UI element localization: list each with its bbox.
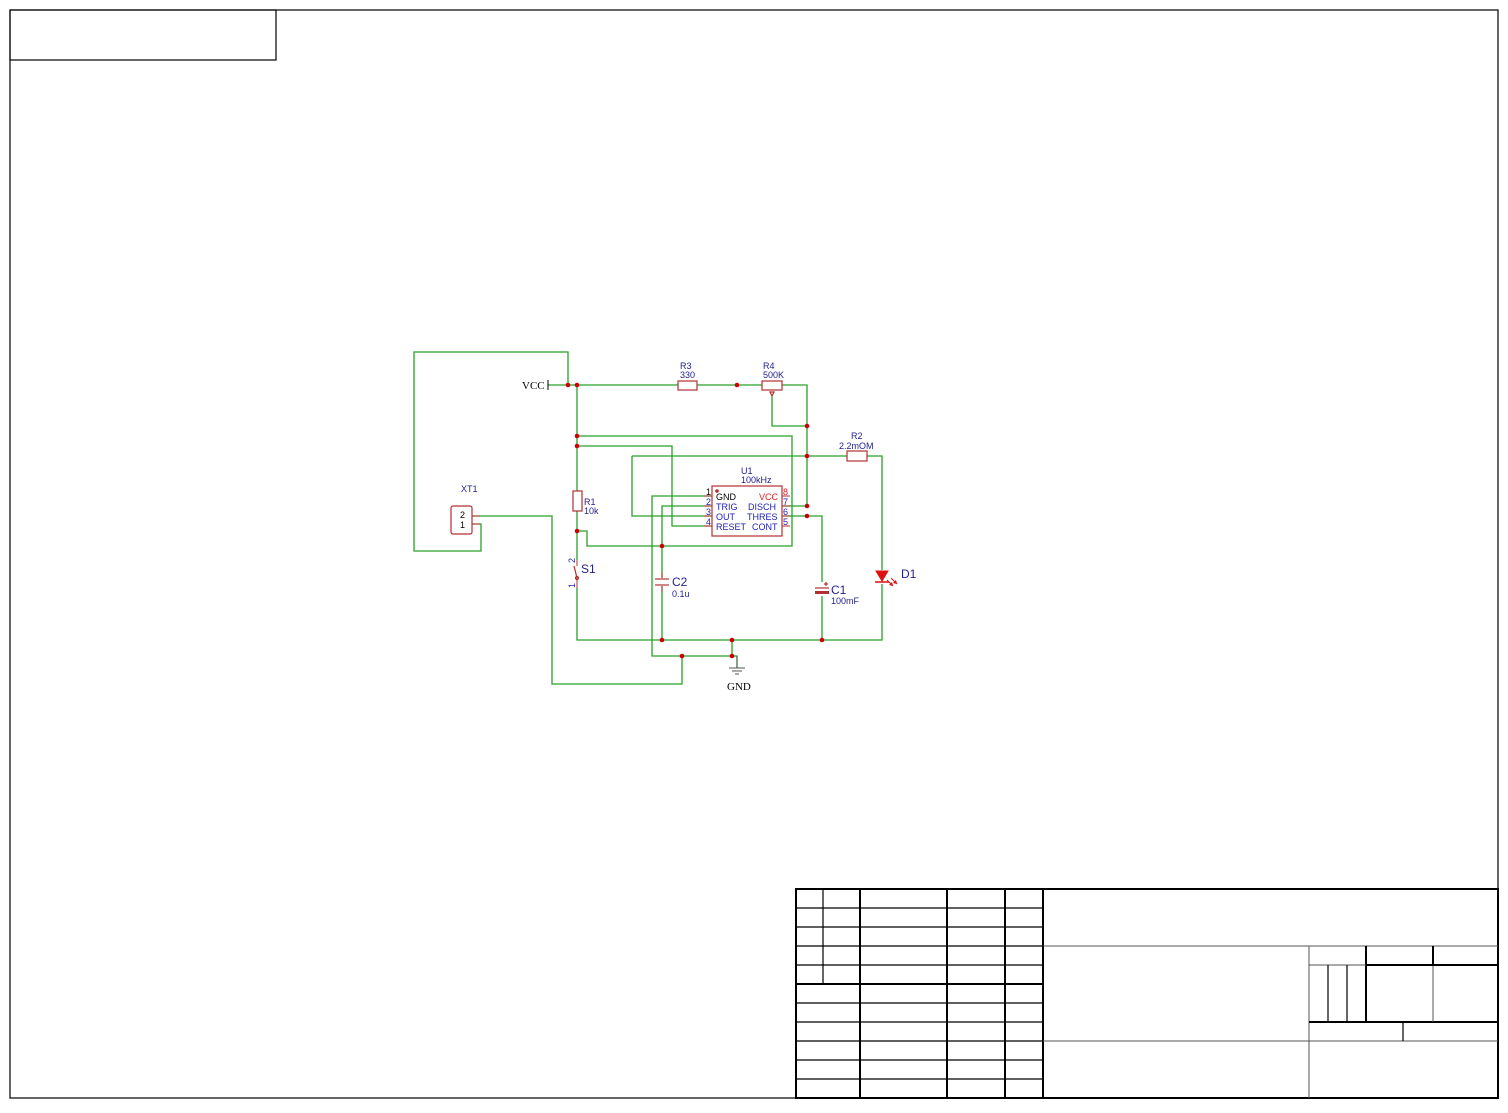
u1-ref: U1 xyxy=(741,466,753,476)
r1-ref: R1 xyxy=(584,497,596,507)
r3-ref: R3 xyxy=(680,361,692,371)
u1-pin7-name: DISCH xyxy=(748,502,776,512)
u1-pin4-num: 4 xyxy=(706,517,711,527)
r3-value: 330 xyxy=(680,370,695,380)
u1-pin8-num: 8 xyxy=(783,487,788,497)
r4-value: 500K xyxy=(763,370,784,380)
u1-pin5-name: CONT xyxy=(752,522,778,532)
sheet-border xyxy=(9,9,1499,1099)
r2-ref: R2 xyxy=(851,431,863,441)
top-left-label-box xyxy=(9,9,277,61)
junctions xyxy=(565,382,825,659)
u1-pin8-name: VCC xyxy=(759,492,779,502)
u1-pin4-name: RESET xyxy=(716,522,747,532)
u1-pin2-name: TRIG xyxy=(716,502,738,512)
gnd-label: GND xyxy=(727,681,751,693)
u1-value: 100kHz xyxy=(741,475,772,485)
ic-u1[interactable]: U1 100kHz 1 GND 2 TRIG 3 OUT 4 RESET 8 V… xyxy=(704,466,790,537)
xt1-pin2: 2 xyxy=(460,510,465,520)
connector-xt1[interactable]: XT1 2 1 xyxy=(450,484,480,535)
s1-pin1: 1 xyxy=(567,583,577,588)
u1-pin6-num: 6 xyxy=(783,507,788,517)
d1-ref: D1 xyxy=(901,567,917,581)
s1-ref: S1 xyxy=(581,562,596,576)
potentiometer-r4[interactable]: R4 500K xyxy=(761,361,784,397)
u1-pin5-num: 5 xyxy=(783,517,788,527)
gnd-power-port[interactable]: GND xyxy=(727,656,751,693)
led-d1[interactable]: D1 xyxy=(875,567,917,587)
capacitor-c1[interactable]: C1 100mF xyxy=(815,582,860,606)
resistor-r2[interactable]: R2 2.2mOM xyxy=(839,431,874,462)
vcc-label: VCC xyxy=(522,380,545,392)
wires xyxy=(413,351,883,685)
c2-ref: C2 xyxy=(672,575,688,589)
u1-pin3-num: 3 xyxy=(706,507,711,517)
xt1-ref: XT1 xyxy=(461,484,478,494)
c1-ref: C1 xyxy=(831,583,847,597)
s1-pin2: 2 xyxy=(567,558,577,563)
vcc-power-port[interactable]: VCC xyxy=(522,380,549,392)
u1-pin6-name: THRES xyxy=(747,512,778,522)
r2-value: 2.2mOM xyxy=(839,441,874,451)
u1-pin1-name: GND xyxy=(716,492,737,502)
switch-s1[interactable]: S1 2 1 xyxy=(567,558,596,588)
u1-pin1-num: 1 xyxy=(706,487,711,497)
c2-value: 0.1u xyxy=(672,589,690,599)
xt1-pin1: 1 xyxy=(460,520,465,530)
c1-value: 100mF xyxy=(831,596,860,606)
u1-pin2-num: 2 xyxy=(706,497,711,507)
title-block xyxy=(795,888,1499,1099)
u1-pin7-num: 7 xyxy=(783,497,788,507)
u1-pin3-name: OUT xyxy=(716,512,736,522)
resistor-r1[interactable]: R1 10k xyxy=(572,490,599,516)
r4-ref: R4 xyxy=(763,361,775,371)
r1-value: 10k xyxy=(584,506,599,516)
resistor-r3[interactable]: R3 330 xyxy=(677,361,698,391)
capacitor-c2[interactable]: C2 0.1u xyxy=(655,572,690,599)
